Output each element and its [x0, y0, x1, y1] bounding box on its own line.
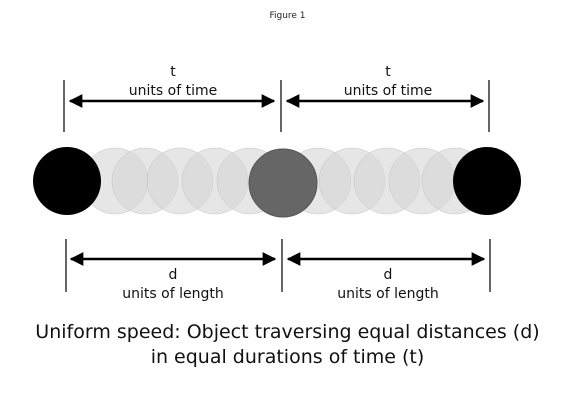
- end-ball: [453, 147, 521, 215]
- start-ball: [33, 147, 101, 215]
- time-label-left: units of time: [129, 83, 217, 99]
- distance-label-left: units of length: [122, 286, 223, 302]
- caption: Uniform speed: Object traversing equal d…: [0, 320, 575, 370]
- caption-line-2: in equal durations of time (t): [150, 346, 425, 368]
- distance-symbol-left: d: [169, 267, 178, 283]
- middle-ball: [248, 148, 318, 218]
- time-symbol-left: t: [170, 64, 176, 80]
- distance-label-right: units of length: [337, 286, 438, 302]
- time-label-right: units of time: [344, 83, 432, 99]
- caption-line-1: Uniform speed: Object traversing equal d…: [35, 321, 540, 343]
- time-symbol-right: t: [385, 64, 391, 80]
- distance-symbol-right: d: [384, 267, 393, 283]
- figure-label: Figure 1: [269, 11, 306, 21]
